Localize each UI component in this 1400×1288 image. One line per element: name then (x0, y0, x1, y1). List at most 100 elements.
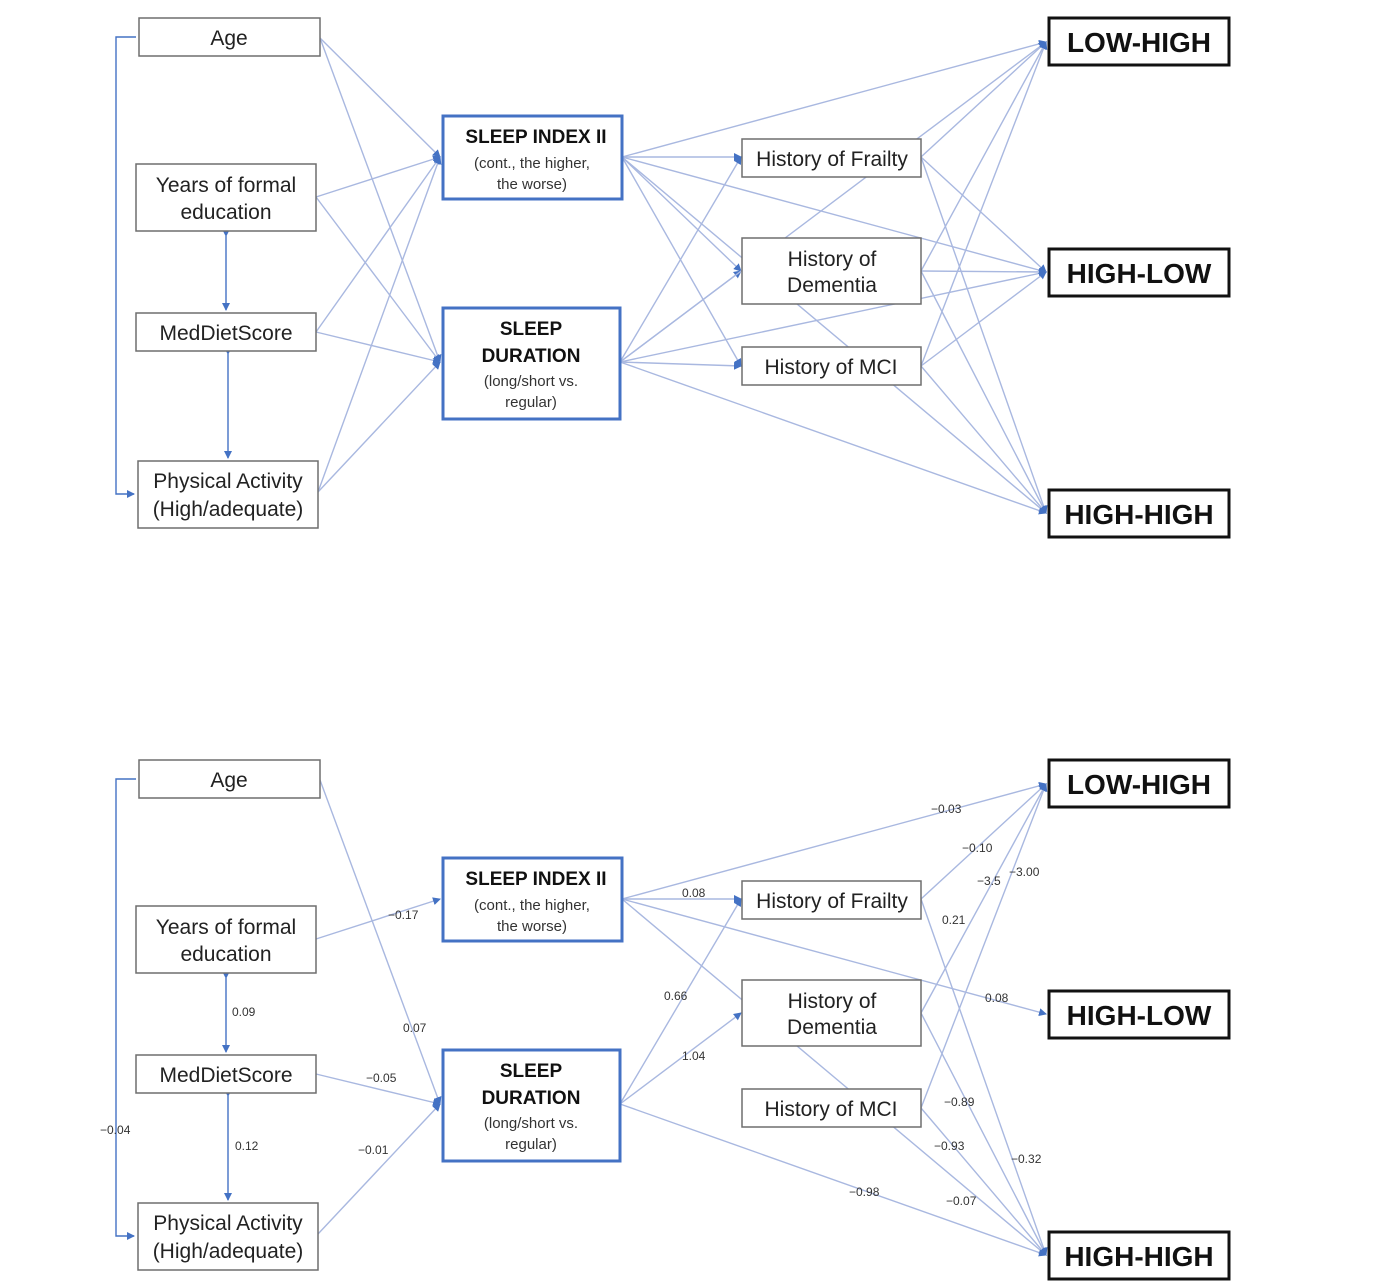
node-high-high: HIGH-HIGH (1047, 488, 1231, 539)
node-subtitle: regular) (505, 394, 557, 411)
arrow-meddiet-duration (315, 1073, 441, 1107)
node-title: DURATION (482, 346, 581, 367)
node-sleep-index: SLEEP INDEX II (cont., the higher, the w… (441, 114, 624, 201)
arrow-index-highlow (621, 156, 1047, 275)
node-label: Years of formal (156, 916, 296, 939)
node-high-high: HIGH-HIGH (1047, 1230, 1231, 1281)
node-label: MedDietScore (159, 1064, 292, 1087)
coef-edu-index: −0.17 (388, 908, 419, 922)
node-subtitle: (long/short vs. (484, 1115, 578, 1132)
arrow-index-dementia (621, 156, 742, 272)
coef-edu-meddiet: 0.09 (232, 1005, 256, 1019)
arrow-physical-duration (317, 361, 441, 493)
arrow-meddiet-duration (315, 331, 441, 365)
node-label: History of MCI (764, 1098, 897, 1121)
arrow-index-lowhigh (621, 39, 1047, 158)
arrow-edu-index (315, 155, 441, 198)
node-label: Physical Activity (153, 1212, 303, 1235)
coef-index-lowhigh: −0.03 (931, 802, 962, 816)
arrow-edu-index (315, 897, 441, 940)
top-path-arrows (315, 37, 1048, 515)
coef-meddiet-physical: 0.12 (235, 1139, 259, 1153)
node-label: HIGH-LOW (1067, 1000, 1212, 1031)
node-sleep-duration: SLEEP DURATION (long/short vs. regular) (441, 1048, 622, 1163)
node-title: SLEEP INDEX II (465, 869, 606, 890)
node-frailty: History of Frailty (741, 880, 922, 920)
coef-index-frailty: 0.08 (682, 886, 706, 900)
coef-duration-frailty: 0.66 (664, 989, 688, 1003)
arrow-mci-lowhigh (920, 41, 1048, 367)
arrow-physical-index (317, 156, 442, 493)
bottom-coefficients: −0.17 0.07 −0.05 −0.01 0.09 0.12 −0.04 0… (100, 802, 1042, 1208)
coef-duration-dementia: 1.04 (682, 1049, 706, 1063)
coef-index-highhigh: −0.93 (934, 1139, 965, 1153)
panel-bottom: −0.17 0.07 −0.05 −0.01 0.09 0.12 −0.04 0… (100, 758, 1231, 1281)
node-title: SLEEP INDEX II (465, 127, 606, 148)
node-sleep-duration: SLEEP DURATION (long/short vs. regular) (441, 306, 622, 421)
coef-frailty-highhigh-lower: −0.32 (1011, 1152, 1042, 1166)
node-label: LOW-HIGH (1067, 769, 1211, 800)
arrow-duration-highlow (619, 269, 1047, 363)
corr-age-physical (115, 778, 136, 1240)
node-mci: History of MCI (741, 346, 922, 386)
node-dementia: History of Dementia (741, 979, 922, 1047)
coef-mci-highhigh: −0.07 (946, 1194, 977, 1208)
node-subtitle: the worse) (497, 176, 567, 193)
node-subtitle: (cont., the higher, (474, 897, 590, 914)
node-subtitle: (cont., the higher, (474, 155, 590, 172)
node-age: Age (138, 759, 321, 799)
coef-frailty-lowhigh: −0.10 (962, 841, 993, 855)
arrow-frailty-highlow (920, 156, 1047, 273)
node-title: SLEEP (500, 1061, 563, 1082)
coef-dementia-highhigh: −0.89 (944, 1095, 975, 1109)
arrow-meddiet-index (315, 156, 441, 333)
arrow-duration-frailty (619, 156, 742, 363)
node-mci: History of MCI (741, 1088, 922, 1128)
arrow-duration-highhigh (619, 361, 1047, 515)
node-title: DURATION (482, 1088, 581, 1109)
node-label: History of Frailty (756, 890, 908, 913)
arrow-mci-lowhigh (920, 783, 1048, 1109)
node-label: History of (788, 248, 877, 271)
node-label: History of Frailty (756, 148, 908, 171)
coef-duration-highhigh: −0.98 (849, 1185, 880, 1199)
node-subtitle: (long/short vs. (484, 373, 578, 390)
node-age: Age (138, 17, 321, 57)
node-low-high: LOW-HIGH (1047, 16, 1231, 67)
arrow-age-index (319, 37, 441, 158)
arrow-dementia-highlow (920, 267, 1047, 276)
node-label: Dementia (787, 1016, 877, 1039)
node-label: History of MCI (764, 356, 897, 379)
arrow-dementia-highhigh (920, 270, 1047, 514)
node-education: Years of formal education (135, 905, 317, 974)
arrow-dementia-lowhigh (920, 41, 1047, 272)
arrow-mci-highlow (920, 271, 1047, 367)
node-label: LOW-HIGH (1067, 27, 1211, 58)
node-physical: Physical Activity (High/adequate) (137, 1202, 319, 1271)
node-label: HIGH-HIGH (1064, 499, 1213, 530)
arrow-duration-mci (619, 361, 742, 370)
arrow-age-duration (319, 779, 442, 1105)
node-low-high: LOW-HIGH (1047, 758, 1231, 809)
arrow-edu-duration (315, 196, 441, 363)
node-subtitle: regular) (505, 1136, 557, 1153)
arrow-duration-highhigh (619, 1103, 1047, 1257)
node-title: SLEEP (500, 319, 563, 340)
coef-age-duration: 0.07 (403, 1021, 427, 1035)
arrow-mci-highhigh (920, 365, 1047, 514)
top-correlations (115, 36, 232, 498)
node-sleep-index: SLEEP INDEX II (cont., the higher, the w… (441, 856, 624, 943)
node-label: (High/adequate) (153, 1240, 304, 1263)
node-high-low: HIGH-LOW (1047, 247, 1231, 298)
arrow-duration-dementia (619, 1012, 742, 1105)
node-high-low: HIGH-LOW (1047, 989, 1231, 1040)
node-label: HIGH-LOW (1067, 258, 1212, 289)
node-physical: Physical Activity (High/adequate) (137, 460, 319, 529)
coef-dementia-lowhigh: −3.5 (977, 874, 1001, 888)
corr-age-physical (115, 36, 136, 498)
bottom-correlations (115, 778, 232, 1240)
node-dementia: History of Dementia (741, 237, 922, 305)
arrow-frailty-highhigh (920, 156, 1048, 514)
arrow-duration-frailty (619, 898, 742, 1105)
node-label: (High/adequate) (153, 498, 304, 521)
